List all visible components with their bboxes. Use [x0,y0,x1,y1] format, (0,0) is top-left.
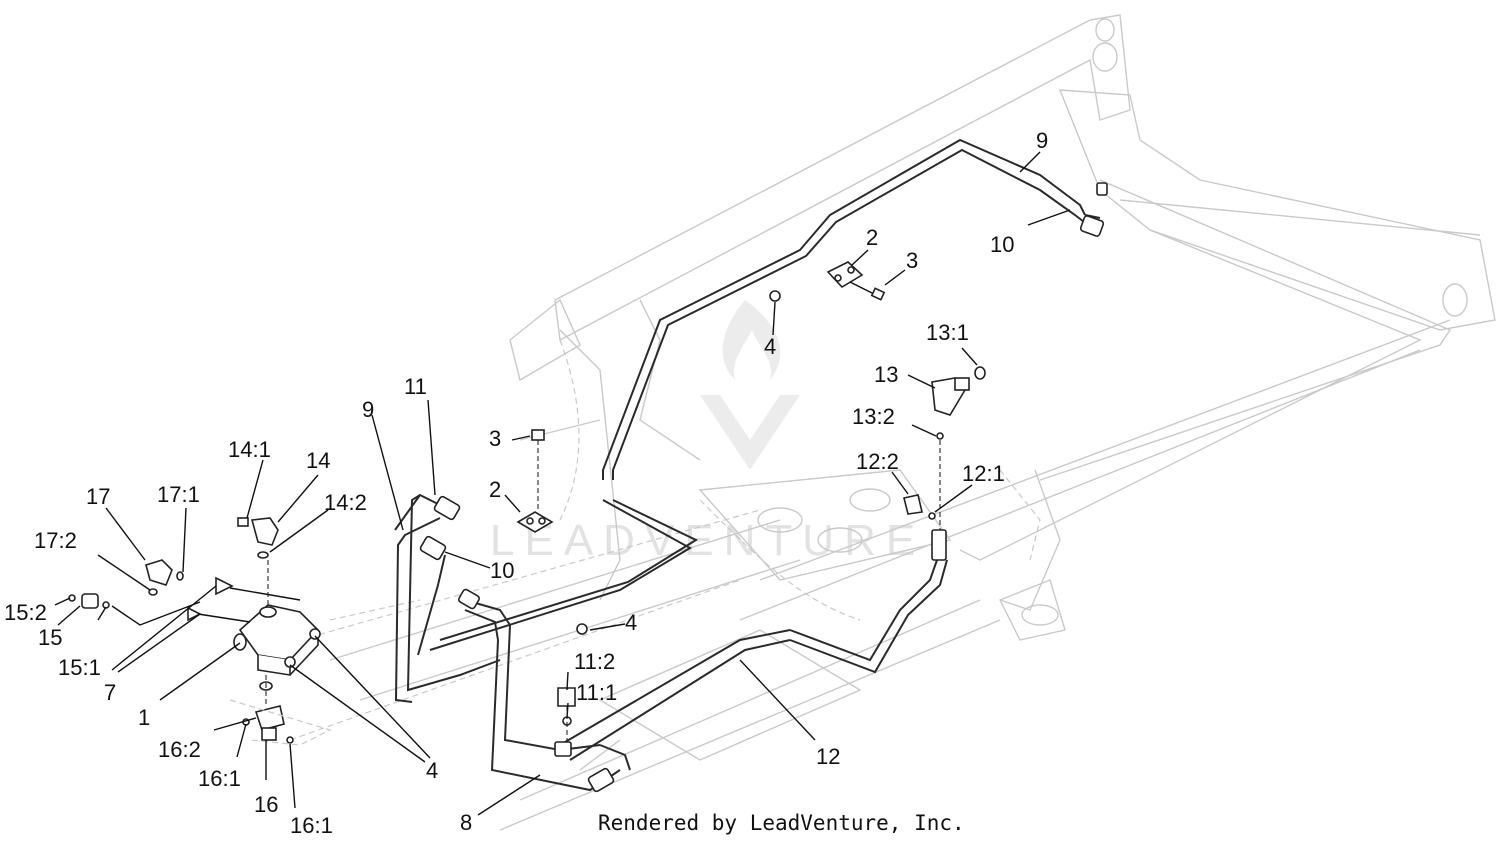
callout-17: 17 [86,484,110,509]
tube-clamp-middle [516,429,554,533]
callout-13-1: 13:1 [926,320,969,345]
callout-14-1: 14:1 [228,437,271,462]
callout-16-2: 16:2 [158,737,201,762]
callout-17-2: 17:2 [34,528,77,553]
callout-11-1: 11:1 [576,680,617,705]
callout-labels: 9 10 2 3 4 13:1 13 13:2 12:2 12:1 11 9 3… [4,128,1048,838]
tee-fitting-16 [229,699,332,746]
nut-upper [769,290,781,302]
fitting-15 [68,593,201,626]
callout-3-lower: 3 [489,426,501,451]
callout-12-2: 12:2 [856,449,899,474]
callout-14-2: 14:2 [324,490,367,515]
callout-15: 15 [38,625,62,650]
elbow-fitting-14 [237,517,279,559]
hydraulic-tube-12 [789,559,948,674]
callout-9-upper: 9 [1036,128,1048,153]
callout-4-upper: 4 [764,334,776,359]
callout-13-2: 13:2 [852,404,895,429]
callout-16: 16 [254,792,278,817]
callout-11-2: 11:2 [574,649,615,674]
render-credit: Rendered by LeadVenture, Inc. [598,811,965,835]
mower-frame [289,14,1496,831]
hydraulic-tube-9 [429,138,1101,651]
hydraulic-tube-10 [439,148,1093,641]
callout-3-upper: 3 [906,248,918,273]
callout-17-1: 17:1 [157,482,200,507]
watermark-text: LEADVENTURE [490,516,925,565]
tube-end-fittings [419,182,1108,793]
callout-2-upper: 2 [866,225,878,250]
nut-middle [576,623,588,635]
callout-1: 1 [138,705,150,730]
callout-15-1: 15:1 [58,655,101,680]
valve-block [187,560,321,705]
callout-13: 13 [874,362,898,387]
callout-2-lower: 2 [489,477,501,502]
callout-9-lower: 9 [362,397,374,422]
callout-10-lower: 10 [490,558,514,583]
callout-8: 8 [460,810,472,835]
hydraulic-tube-11 [394,493,501,703]
leader-lines [54,151,1071,816]
elbow-fitting-17 [145,559,184,596]
callout-16-1-left: 16:1 [198,766,241,791]
callout-4-lower: 4 [426,758,438,783]
callout-10-upper: 10 [990,232,1014,257]
callout-15-2: 15:2 [4,600,47,625]
callout-12: 12 [816,744,840,769]
callout-4-middle: 4 [625,610,637,635]
tube-clamp-upper [826,261,886,301]
callout-11-upper: 11 [404,374,427,399]
callout-7: 7 [104,680,116,705]
callout-12-1: 12:1 [962,461,1005,486]
elbow-fitting-13 [903,366,986,530]
callout-16-1-right: 16:1 [290,813,333,838]
fitting-11 [557,687,576,740]
leadventure-watermark: LEADVENTURE [490,300,925,565]
callout-14: 14 [306,448,330,473]
